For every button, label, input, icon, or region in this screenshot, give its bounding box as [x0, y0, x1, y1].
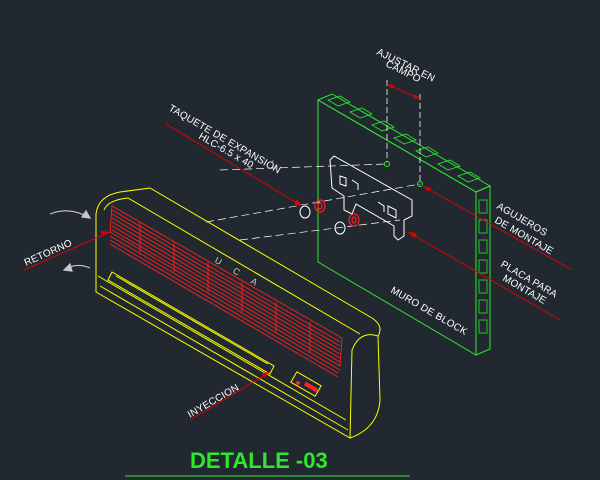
expansion-anchors	[205, 163, 421, 241]
taquete-leader	[165, 123, 303, 207]
taquete-label-1: TAQUETE DE EXPANSIÓN	[167, 101, 284, 176]
adjust-dimension	[386, 80, 421, 182]
ac-grille	[109, 205, 343, 378]
inyeccion-label: INYECCION	[186, 382, 241, 420]
retorno-label: RETORNO	[23, 238, 74, 269]
ac-unit	[95, 187, 381, 439]
mounting-plate	[329, 155, 413, 241]
ac-display	[296, 381, 319, 393]
return-arrows	[49, 209, 92, 272]
muro-label: MURO DE BLOCK	[389, 285, 470, 338]
inyeccion-leader	[189, 371, 271, 421]
retorno-leader	[23, 231, 111, 271]
drawing-title: DETALLE -03	[190, 448, 328, 473]
placa-leader	[407, 231, 561, 321]
agujeros-leader	[420, 184, 573, 271]
